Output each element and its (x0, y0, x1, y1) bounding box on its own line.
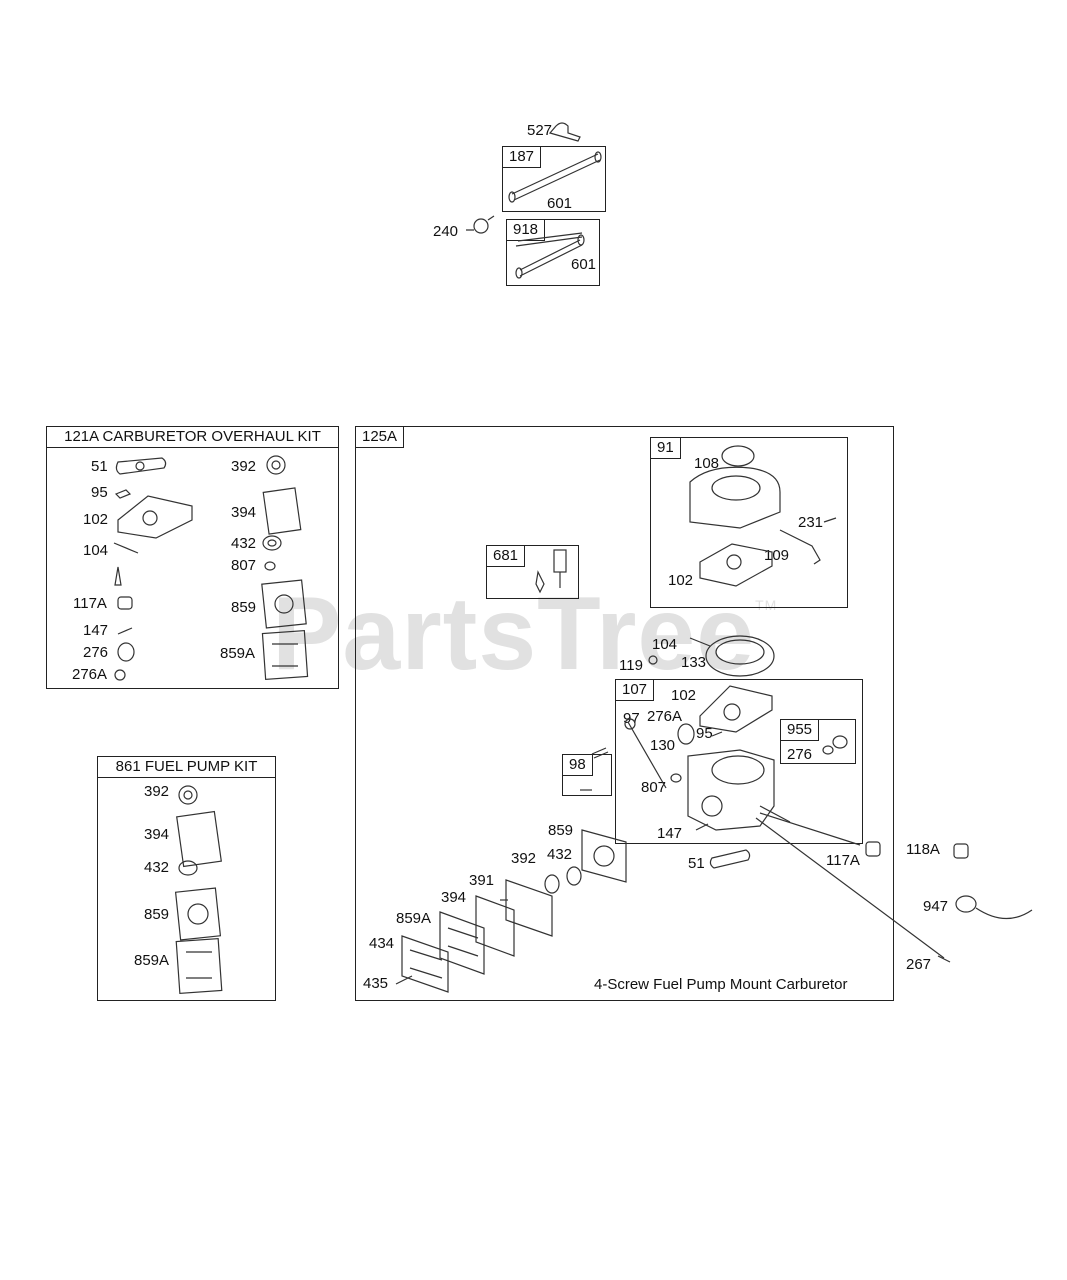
fp-label-859a[interactable]: 859A (134, 952, 170, 969)
screw-267-icon (937, 955, 951, 963)
label-435[interactable]: 435 (363, 975, 389, 992)
label-391[interactable]: 391 (469, 872, 495, 889)
box-681-tag[interactable]: 681 (486, 545, 526, 567)
overhaul-kit-title[interactable]: 121A CARBURETOR OVERHAUL KIT (47, 427, 338, 448)
box-918: 918 601 (506, 219, 600, 286)
label-119[interactable]: 119 (619, 657, 643, 674)
box-187-tag[interactable]: 187 (502, 146, 542, 168)
box-91-tag[interactable]: 91 (650, 437, 681, 459)
box-107: 107 102 97 276A 130 95 807 147 955 276 (615, 679, 863, 844)
b107-label-102[interactable]: 102 (671, 687, 697, 704)
ok-label-104[interactable]: 104 (83, 542, 109, 559)
ok-label-859a[interactable]: 859A (220, 645, 256, 662)
label-947[interactable]: 947 (923, 898, 949, 915)
label-601-b[interactable]: 601 (571, 256, 597, 273)
label-527[interactable]: 527 (527, 122, 553, 139)
label-51[interactable]: 51 (688, 855, 705, 872)
label-601-a[interactable]: 601 (547, 195, 573, 212)
clamp-527-icon (548, 122, 581, 142)
solenoid-947-icon (955, 895, 1033, 920)
label-240[interactable]: 240 (433, 223, 459, 240)
ok-label-432[interactable]: 432 (231, 535, 257, 552)
label-118a[interactable]: 118A (906, 841, 940, 858)
label-117a[interactable]: 117A (826, 852, 860, 869)
label-432[interactable]: 432 (547, 846, 573, 863)
box-955: 955 276 (780, 719, 856, 764)
b91-label-231[interactable]: 231 (798, 514, 824, 531)
box-681: 681 (486, 545, 579, 599)
ok-label-807[interactable]: 807 (231, 557, 257, 574)
label-392[interactable]: 392 (511, 850, 537, 867)
label-859[interactable]: 859 (548, 822, 574, 839)
ok-label-117a[interactable]: 117A (73, 595, 107, 612)
b91-label-108[interactable]: 108 (694, 455, 720, 472)
fp-label-392[interactable]: 392 (144, 783, 170, 800)
ok-label-276[interactable]: 276 (83, 644, 109, 661)
fp-label-859[interactable]: 859 (144, 906, 170, 923)
ok-label-147[interactable]: 147 (83, 622, 109, 639)
box-91: 91 108 231 109 102 (650, 437, 848, 608)
carburetor-caption: 4-Screw Fuel Pump Mount Carburetor (594, 976, 848, 993)
carburetor-box: 125A 91 108 231 109 102 681 104 119 133 … (355, 426, 894, 1001)
b91-label-102[interactable]: 102 (668, 572, 694, 589)
fuel-pump-kit-title[interactable]: 861 FUEL PUMP KIT (98, 757, 275, 778)
b107-label-130[interactable]: 130 (650, 737, 676, 754)
box-98: 98 (562, 754, 612, 796)
fuel-pump-kit-box: 861 FUEL PUMP KIT 392 394 432 859 859A (97, 756, 276, 1001)
overhaul-kit-box: 121A CARBURETOR OVERHAUL KIT 51 392 95 1… (46, 426, 339, 689)
b955-label-276[interactable]: 276 (787, 746, 813, 763)
fitting-240-icon (466, 215, 495, 234)
ok-label-276a[interactable]: 276A (72, 666, 108, 683)
b107-label-95[interactable]: 95 (696, 725, 713, 742)
box-107-tag[interactable]: 107 (615, 679, 655, 701)
label-133[interactable]: 133 (681, 654, 707, 671)
ok-label-51[interactable]: 51 (91, 458, 108, 475)
b91-label-109[interactable]: 109 (764, 547, 790, 564)
label-394[interactable]: 394 (441, 889, 467, 906)
label-104[interactable]: 104 (652, 636, 678, 653)
ok-label-95[interactable]: 95 (91, 484, 108, 501)
label-434[interactable]: 434 (369, 935, 395, 952)
fp-label-432[interactable]: 432 (144, 859, 170, 876)
box-955-tag[interactable]: 955 (780, 719, 820, 741)
ok-label-392[interactable]: 392 (231, 458, 257, 475)
ok-label-859[interactable]: 859 (231, 599, 257, 616)
ok-label-394[interactable]: 394 (231, 504, 257, 521)
b107-label-276a[interactable]: 276A (647, 708, 683, 725)
b107-label-807[interactable]: 807 (641, 779, 667, 796)
box-187: 187 601 (502, 146, 606, 212)
fitting-118a-icon (953, 843, 969, 859)
carburetor-tag[interactable]: 125A (355, 426, 405, 448)
box-918-tag[interactable]: 918 (506, 219, 546, 241)
box-98-tag[interactable]: 98 (562, 754, 593, 776)
b107-label-97[interactable]: 97 (623, 710, 640, 727)
b107-label-147[interactable]: 147 (657, 825, 683, 842)
fp-label-394[interactable]: 394 (144, 826, 170, 843)
ok-label-102[interactable]: 102 (83, 511, 109, 528)
label-859a[interactable]: 859A (396, 910, 432, 927)
label-267[interactable]: 267 (906, 956, 932, 973)
